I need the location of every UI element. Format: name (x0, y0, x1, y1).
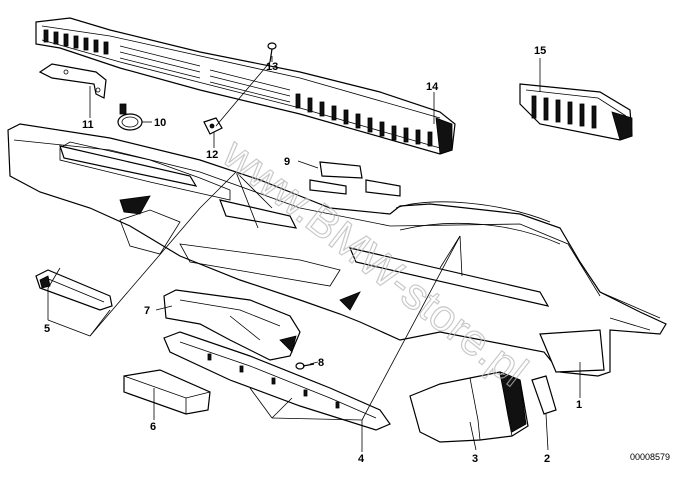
seal-strips-part (309, 161, 401, 197)
hose-clamp-part (117, 103, 143, 131)
drawing-number: 00008579 (630, 452, 670, 462)
bracket-part (38, 63, 107, 99)
label-part-14: 14 (426, 81, 439, 93)
label-part-3: 3 (472, 453, 478, 465)
seal-small-part (531, 375, 557, 415)
screw-top-part (267, 42, 277, 63)
label-part-4: 4 (358, 453, 365, 465)
side-vent-grille-part (35, 269, 113, 311)
label-part-15: 15 (534, 45, 546, 57)
side-grille-part (519, 83, 633, 141)
label-part-7: 7 (144, 305, 150, 317)
defroster-grille-part (35, 17, 456, 155)
label-part-10: 10 (154, 117, 166, 129)
duct-center-part (163, 289, 301, 361)
main-duct-part (7, 123, 667, 377)
part-labels: 1 2 3 4 5 6 7 8 9 10 11 12 13 14 15 (44, 45, 582, 465)
label-part-1: 1 (576, 399, 582, 411)
label-part-11: 11 (82, 119, 94, 131)
label-part-9: 9 (284, 156, 290, 168)
screw-small-part (295, 362, 315, 370)
label-part-8: 8 (318, 357, 324, 369)
foam-pad-part (123, 369, 211, 415)
clip-nut-part (203, 117, 223, 135)
leader-lines (47, 56, 581, 452)
label-part-13: 13 (266, 61, 278, 73)
label-part-2: 2 (544, 453, 550, 465)
lower-vent-grille-part (163, 331, 391, 431)
label-part-6: 6 (150, 421, 156, 433)
duct-elbow-part (409, 371, 529, 443)
label-part-12: 12 (206, 149, 218, 161)
label-part-5: 5 (44, 323, 50, 335)
